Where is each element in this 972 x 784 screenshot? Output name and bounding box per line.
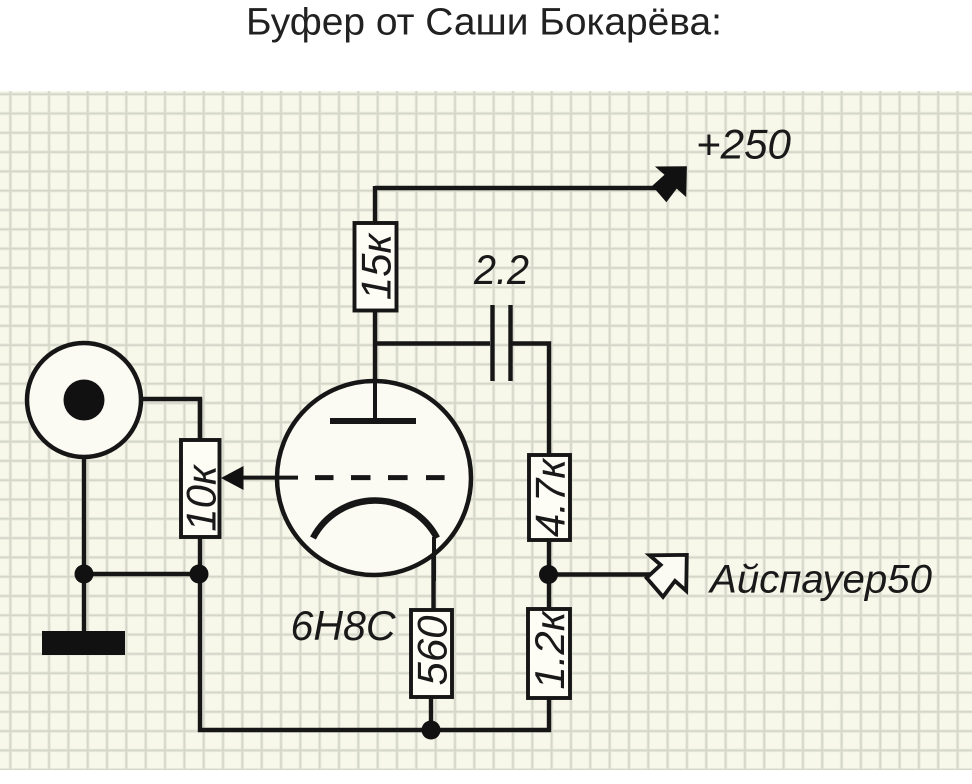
svg-text:2.2: 2.2: [473, 246, 529, 293]
svg-text:Айспауер50: Айспауер50: [708, 558, 932, 602]
svg-text:15к: 15к: [353, 232, 400, 301]
svg-text:560: 560: [409, 615, 456, 686]
svg-text:4.7к: 4.7к: [527, 457, 574, 537]
svg-text:Буфер от Саши Бокарёва:: Буфер от Саши Бокарёва:: [246, 2, 722, 44]
svg-text:10к: 10к: [178, 463, 225, 532]
svg-text:+250: +250: [696, 120, 792, 167]
svg-text:1.2к: 1.2к: [526, 609, 573, 689]
svg-text:6Н8С: 6Н8С: [291, 602, 397, 649]
